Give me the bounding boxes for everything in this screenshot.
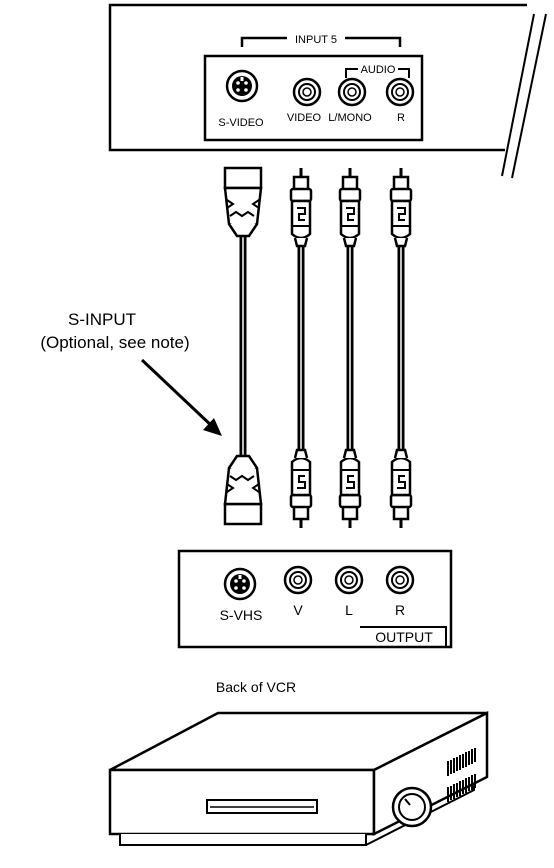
callout-arrow-line xyxy=(140,358,216,430)
audio-group-label: AUDIO xyxy=(361,64,396,76)
tv-audio-left-jack[interactable] xyxy=(337,77,367,107)
s-video-plug-top xyxy=(223,166,263,238)
vcr-jack-label-s-vhs: S-VHS xyxy=(220,607,263,623)
callout-arrow-head xyxy=(203,418,222,436)
vcr-illustration xyxy=(108,710,489,846)
s-video-plug-bottom xyxy=(225,456,261,524)
vcr-output-plate xyxy=(177,549,453,649)
audio-left-plug-top xyxy=(338,166,362,248)
vcr-jack-label-r: R xyxy=(395,602,405,618)
audio-right-plug-top xyxy=(389,166,413,248)
video-plug-top xyxy=(289,166,313,248)
tv-jack-label-r: R xyxy=(397,112,405,124)
vcr-jack-label-l: L xyxy=(345,602,353,618)
cable-audio-right xyxy=(389,166,413,528)
video-plug-bottom xyxy=(291,450,311,528)
callout-title: S-INPUT xyxy=(68,310,136,329)
vcr-audio-left-jack[interactable] xyxy=(334,565,364,595)
tv-input-plate xyxy=(203,54,424,142)
vcr-jack-label-v: V xyxy=(293,602,303,618)
vcr-caption: Back of VCR xyxy=(216,679,296,695)
cable-s-video xyxy=(223,166,263,524)
audio-right-plug-bottom xyxy=(391,450,411,528)
audio-left-plug-bottom xyxy=(340,450,360,528)
cable-video xyxy=(289,166,313,528)
tv-rear-panel: INPUT 5 AUDIO S-VIDEO VIDEO L/MONO R xyxy=(108,3,547,179)
tv-jack-label-video: VIDEO xyxy=(287,112,322,124)
vcr-s-vhs-jack[interactable] xyxy=(223,567,257,601)
cable-audio-left xyxy=(338,166,362,528)
tv-jack-label-s-video: S-VIDEO xyxy=(218,117,264,129)
vent-grille-upper xyxy=(447,748,476,776)
tv-s-video-jack[interactable] xyxy=(225,69,259,103)
vcr-output-label: OUTPUT xyxy=(375,629,433,645)
callout-note: (Optional, see note) xyxy=(40,333,189,352)
vcr-audio-right-jack[interactable] xyxy=(385,565,415,595)
s-input-callout: S-INPUT (Optional, see note) xyxy=(40,310,222,436)
vcr-video-jack[interactable] xyxy=(283,565,313,595)
vcr-rear-panel: S-VHS V L R OUTPUT xyxy=(177,549,453,649)
tv-video-jack[interactable] xyxy=(292,77,322,107)
input-group-label: INPUT 5 xyxy=(295,34,337,46)
tv-audio-right-jack[interactable] xyxy=(385,77,415,107)
tv-jack-label-l-mono: L/MONO xyxy=(328,112,372,124)
vent-grille-lower xyxy=(447,774,476,802)
